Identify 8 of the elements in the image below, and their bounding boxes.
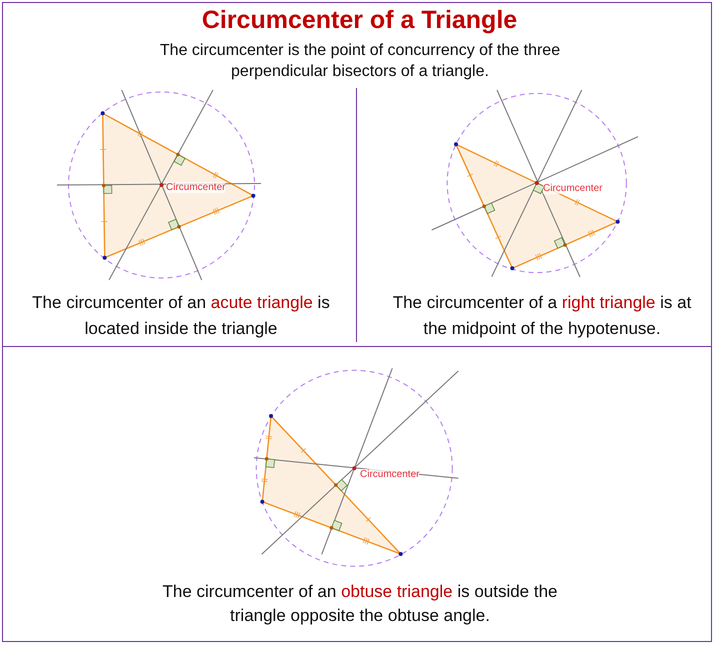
intro-text: The circumcenter is the point of concurrency of the three perpendicular bisectors of a triangle. [158,41,562,82]
point-label: Circumcenter [543,183,602,194]
point-label: Circumcenter [360,469,420,480]
point-label: Circumcenter [166,182,226,193]
caption-text: The circumcenter of an obtuse triangle is outside the triangle opposite the obtuse angle. [161,581,558,627]
caption-text: The circumcenter of an acute triangle is located inside the triangle [31,292,331,340]
caption-text: The circumcenter of a right triangle is at the midpoint of the hypotenuse. [392,292,692,340]
title: Circumcenter of a Triangle [200,6,518,35]
